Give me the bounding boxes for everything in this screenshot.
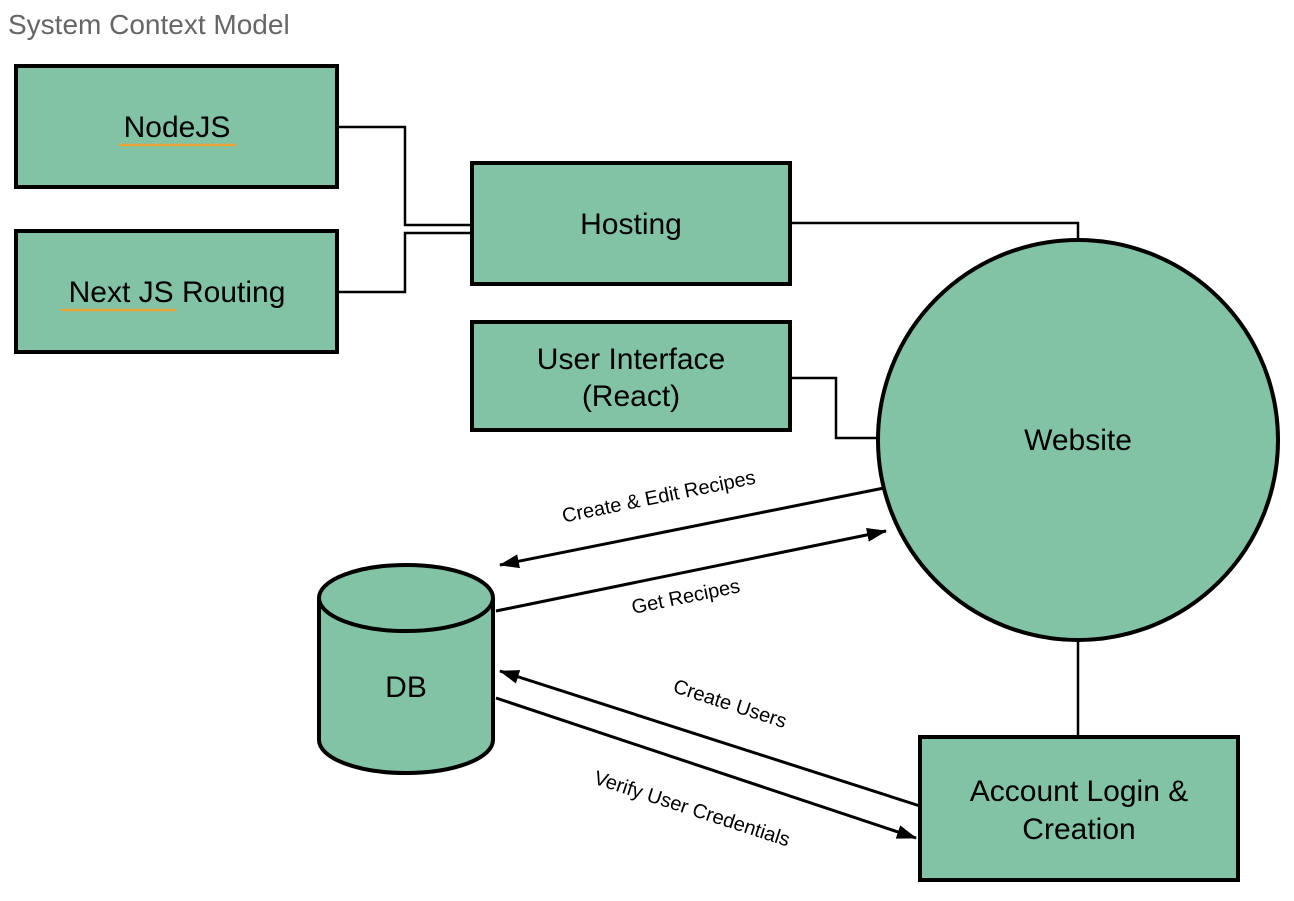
connector-ui-website <box>790 376 878 440</box>
node-ui-label-line1: User Interface <box>537 343 725 376</box>
node-nodejs-label: NodeJS <box>124 111 231 144</box>
node-user-interface: User Interface (React) <box>470 320 792 432</box>
connector-nodejs-hosting <box>337 125 472 227</box>
edge-verify-credentials <box>495 696 917 840</box>
node-account-label-line2: Creation <box>1022 813 1135 846</box>
node-db-label: DB <box>385 671 427 704</box>
node-account-label-line1: Account Login & <box>970 775 1188 808</box>
edge-label-create-users: Create Users <box>670 676 789 733</box>
connector-nextjs-hosting <box>337 231 472 294</box>
node-ui-label-line2: (React) <box>582 380 680 413</box>
edge-label-verify-credentials: Verify User Credentials <box>591 767 792 851</box>
node-nextjs-routing: Next JS Routing <box>14 229 339 354</box>
node-nextjs-label: Next JS Routing <box>69 276 286 309</box>
edge-create-edit-recipes <box>499 486 885 569</box>
node-hosting: Hosting <box>470 161 792 286</box>
node-hosting-label: Hosting <box>580 208 682 241</box>
node-nodejs: NodeJS <box>14 64 339 189</box>
edge-label-get-recipes: Get Recipes <box>630 575 742 619</box>
node-db: DB <box>317 563 495 775</box>
node-website: Website <box>876 238 1280 642</box>
connector-hosting-website <box>790 221 1080 240</box>
node-website-label: Website <box>1024 424 1132 457</box>
edge-create-users <box>499 669 921 808</box>
edge-get-recipes <box>495 527 887 613</box>
diagram-title: System Context Model <box>8 9 290 40</box>
node-account-login: Account Login & Creation <box>918 735 1240 882</box>
